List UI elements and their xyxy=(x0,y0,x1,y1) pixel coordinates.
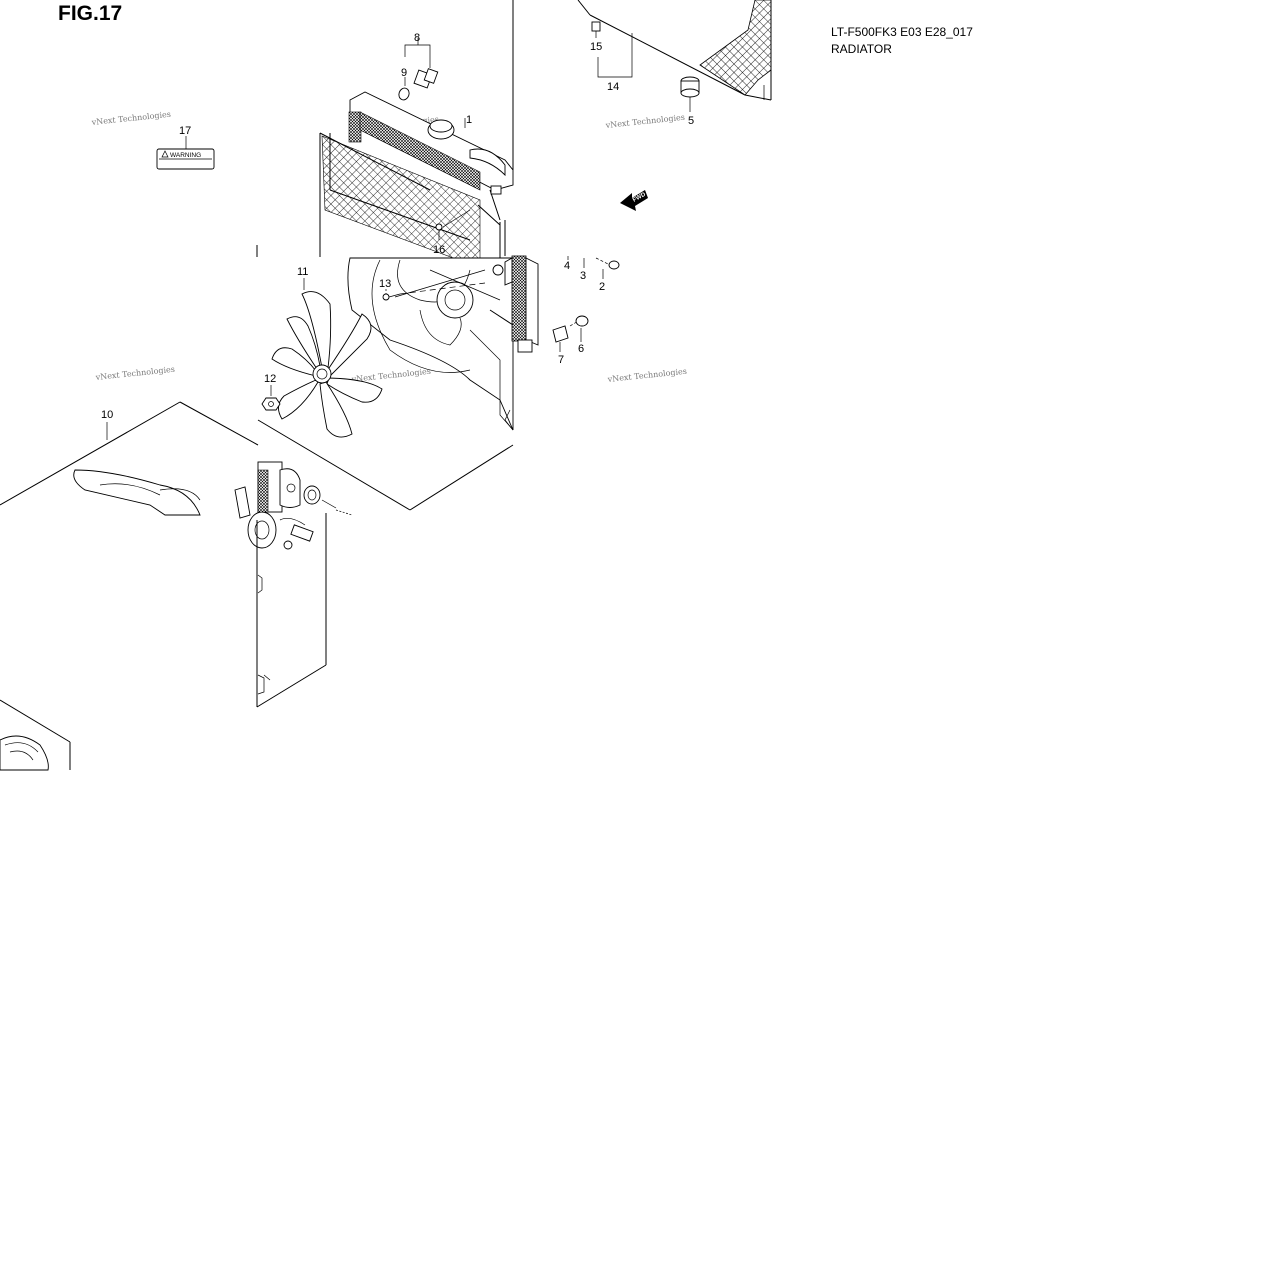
part-6-bolt xyxy=(569,315,589,342)
water-pump-assembly xyxy=(0,401,353,708)
callout-4: 4 xyxy=(564,260,570,272)
part-13-screw xyxy=(382,282,486,301)
callout-2: 2 xyxy=(599,281,605,293)
watermark: vNext Technologies xyxy=(606,367,687,384)
callout-3: 3 xyxy=(580,270,586,282)
callout-15: 15 xyxy=(590,41,602,53)
callout-17: 17 xyxy=(179,125,191,137)
callout-7: 7 xyxy=(558,354,564,366)
warning-text: WARNING xyxy=(170,152,201,159)
forward-direction-arrow: FWD xyxy=(620,190,648,211)
fan-motor-partial xyxy=(0,699,71,771)
callout-numbers: 1 2 3 4 5 6 7 8 9 10 11 12 13 14 15 16 1… xyxy=(101,32,694,421)
watermark: vNext Technologies xyxy=(604,113,685,130)
part-7-bracket xyxy=(552,325,569,352)
part-9-gasket xyxy=(398,77,410,101)
part-5-grommet xyxy=(680,76,700,112)
callout-9: 9 xyxy=(401,67,407,79)
part-8-drain-bolt xyxy=(404,38,439,89)
callout-10: 10 xyxy=(101,409,113,421)
callout-12: 12 xyxy=(264,373,276,385)
callout-8: 8 xyxy=(414,32,420,44)
part-17-warning-label: WARNING xyxy=(156,136,215,170)
callout-11: 11 xyxy=(297,266,308,278)
fan-shroud-assembly xyxy=(257,255,539,511)
part-11-fan-blade xyxy=(271,278,383,438)
callout-13: 13 xyxy=(379,278,391,290)
callout-6: 6 xyxy=(578,343,584,355)
figure-title: FIG.17 xyxy=(58,2,123,25)
part-12-nut xyxy=(261,385,281,411)
radiator-mesh-guard xyxy=(577,0,772,101)
callout-5: 5 xyxy=(688,115,694,127)
callout-14: 14 xyxy=(607,81,619,93)
section-name: RADIATOR xyxy=(831,42,892,56)
callout-16: 16 xyxy=(433,244,445,256)
part-2-bolt xyxy=(595,257,620,279)
watermark: vNext Technologies xyxy=(94,365,175,382)
callout-1: 1 xyxy=(466,114,472,126)
radiator-assembly xyxy=(319,0,514,269)
model-code: LT-F500FK3 E03 E28_017 xyxy=(831,25,973,39)
part-15-clip xyxy=(591,21,601,38)
watermark: vNext Technologies xyxy=(90,110,171,127)
part-16-screw xyxy=(435,209,471,240)
leader-14 xyxy=(597,33,633,78)
